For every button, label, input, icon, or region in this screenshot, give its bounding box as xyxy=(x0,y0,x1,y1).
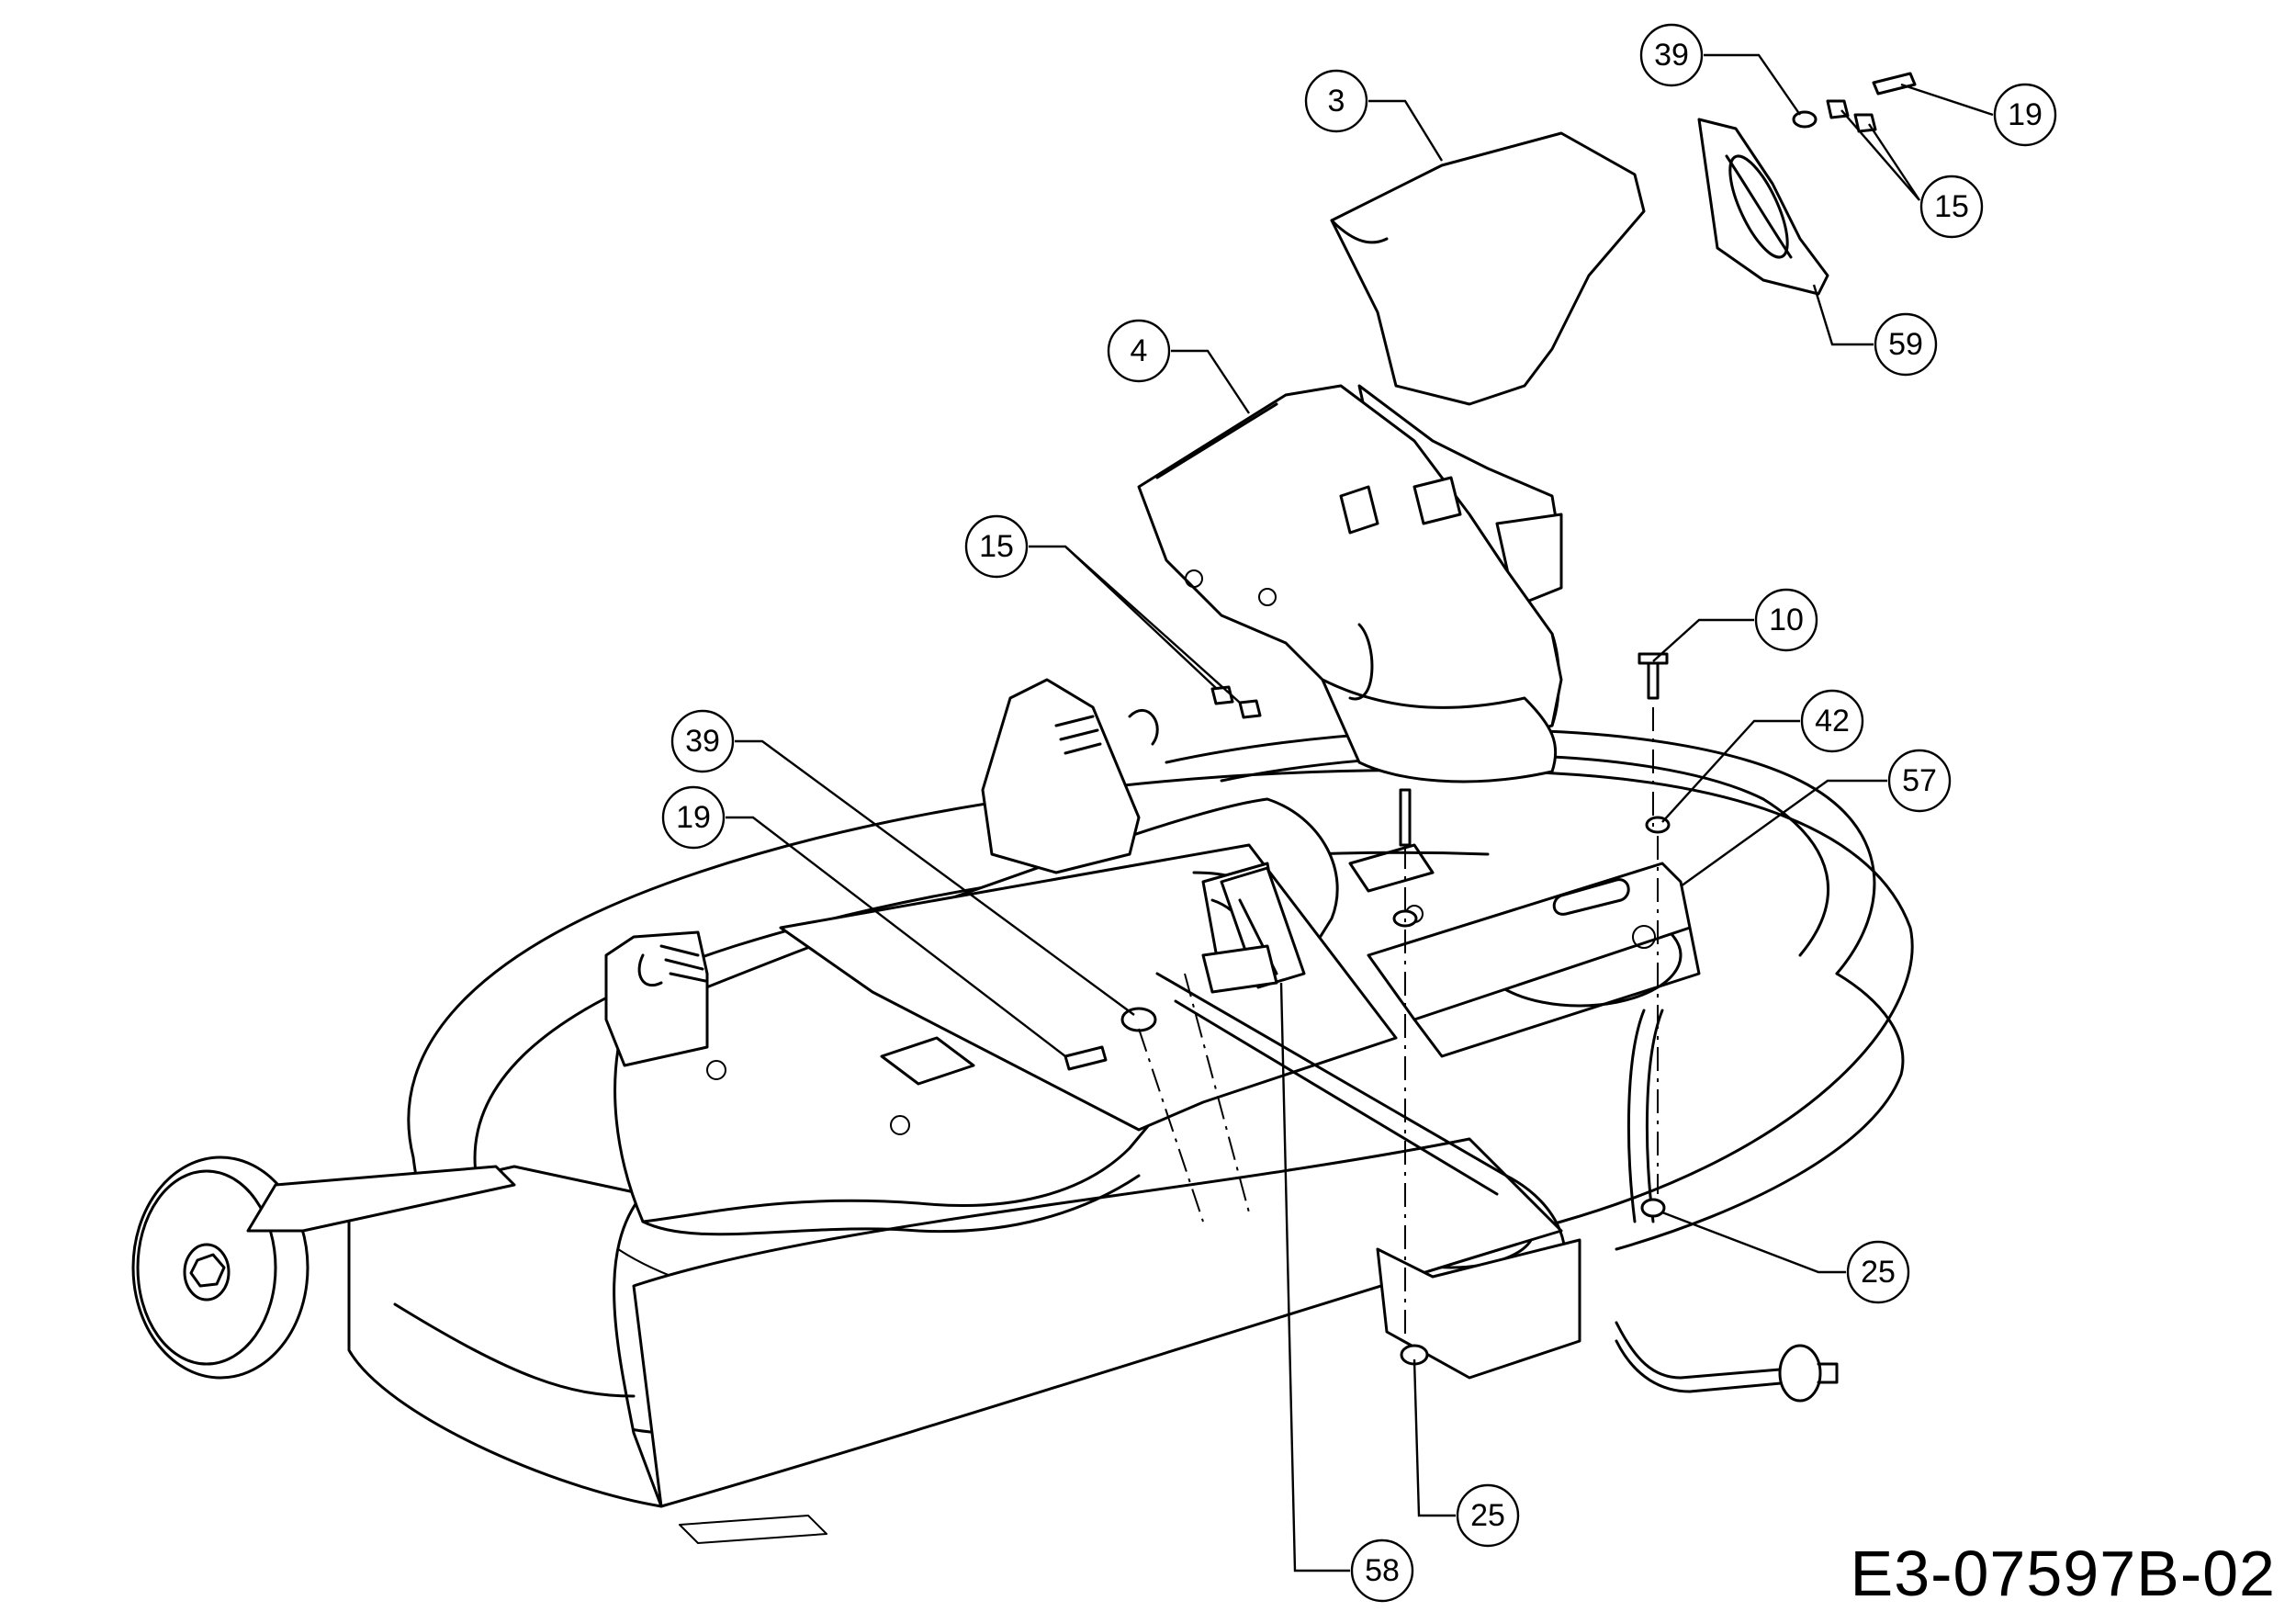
svg-text:15: 15 xyxy=(979,529,1014,564)
svg-text:10: 10 xyxy=(1769,603,1804,637)
callout-19-right: 19 xyxy=(1993,83,2057,147)
svg-text:15: 15 xyxy=(1934,189,1969,224)
callout-42: 42 xyxy=(1800,689,1864,753)
svg-text:25: 25 xyxy=(1861,1255,1896,1290)
svg-text:59: 59 xyxy=(1888,327,1923,362)
callout-4: 4 xyxy=(1107,319,1171,383)
svg-text:57: 57 xyxy=(1902,763,1937,798)
slotted-bracket-lower xyxy=(1201,866,1306,994)
drawing-code: E3-07597B-02 xyxy=(1850,1538,2276,1609)
callout-25-bottom: 25 xyxy=(1456,1483,1520,1548)
front-wheel xyxy=(131,1155,516,1380)
svg-text:39: 39 xyxy=(685,724,720,759)
callout-15-left: 15 xyxy=(964,514,1029,579)
svg-text:19: 19 xyxy=(676,800,711,835)
callout-39-right: 39 xyxy=(1639,23,1704,87)
callout-19-left: 19 xyxy=(661,785,726,850)
svg-text:19: 19 xyxy=(2008,97,2043,132)
spring-bracket-left xyxy=(604,930,709,1067)
callout-15-right: 15 xyxy=(1919,175,1984,239)
leader-lines xyxy=(726,53,1994,1572)
slotted-plate xyxy=(1697,118,1829,296)
svg-text:4: 4 xyxy=(1131,333,1148,368)
spring-bracket-right xyxy=(981,678,1159,874)
svg-text:58: 58 xyxy=(1365,1553,1400,1588)
svg-text:25: 25 xyxy=(1470,1498,1505,1533)
callout-3: 3 xyxy=(1304,69,1368,133)
svg-text:3: 3 xyxy=(1328,84,1345,118)
callout-59: 59 xyxy=(1874,312,1938,377)
chute-deflector xyxy=(1137,384,1563,783)
callout-10: 10 xyxy=(1754,588,1818,652)
svg-text:42: 42 xyxy=(1815,704,1850,738)
callout-57: 57 xyxy=(1887,749,1952,813)
belt-guard-bracket xyxy=(1367,862,1701,1058)
callout-39-left: 39 xyxy=(670,709,735,773)
assembly-center-lines xyxy=(1138,707,1659,1341)
callout-25-right: 25 xyxy=(1846,1240,1910,1304)
callout-58: 58 xyxy=(1350,1538,1414,1603)
tow-handle xyxy=(1155,972,1839,1403)
svg-text:39: 39 xyxy=(1654,38,1689,73)
